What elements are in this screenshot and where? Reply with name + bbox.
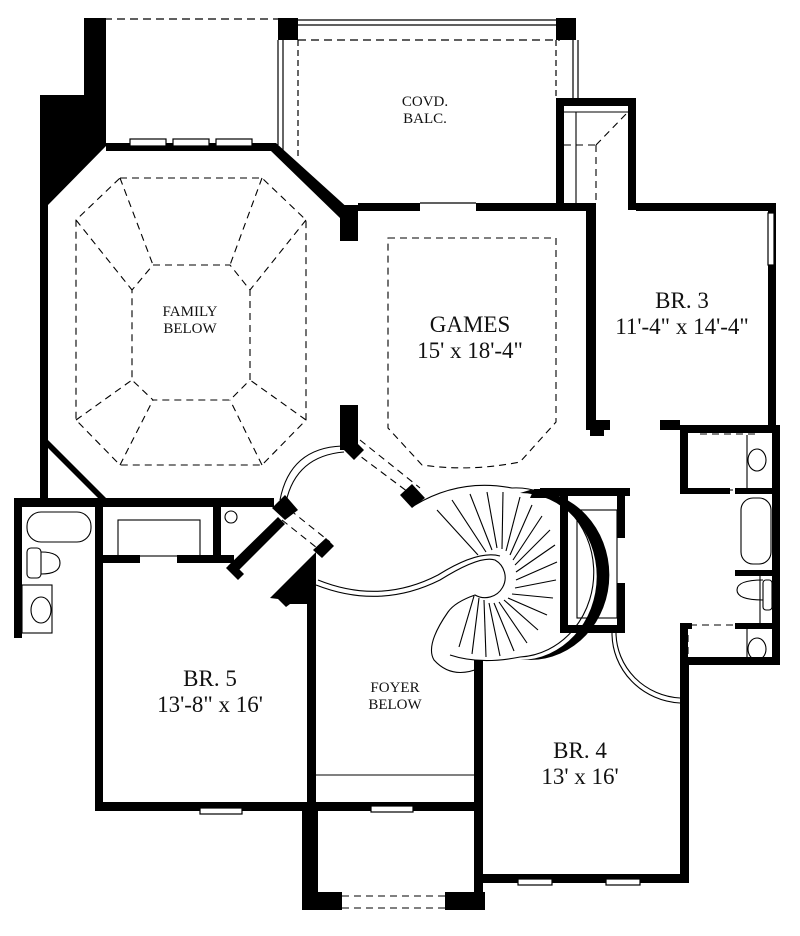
covered-balcony	[104, 18, 579, 158]
covd-line2: BALC.	[403, 111, 447, 128]
games-dims: 15' x 18'-4"	[417, 338, 523, 364]
family-line2: BELOW	[163, 321, 217, 338]
games-name: GAMES	[429, 312, 511, 337]
br4-name: BR. 4	[553, 738, 607, 763]
label-foyer-below: FOYER BELOW	[350, 680, 440, 715]
br3-dims: 11'-4" x 14'-4"	[615, 314, 749, 340]
windows	[129, 138, 775, 886]
ceiling-outlines	[75, 111, 755, 909]
foyer-line2: BELOW	[368, 697, 422, 714]
label-family-below: FAMILY BELOW	[145, 304, 235, 339]
stair-and-fixtures	[21, 111, 773, 776]
br5-name: BR. 5	[183, 666, 237, 691]
family-line1: FAMILY	[162, 304, 218, 320]
label-br4: BR. 4 13' x 16'	[500, 738, 660, 791]
br5-dims: 13'-8" x 16'	[157, 692, 263, 718]
label-games: GAMES 15' x 18'-4"	[390, 312, 550, 365]
walls	[14, 18, 780, 910]
label-br3: BR. 3 11'-4" x 14'-4"	[592, 288, 772, 341]
foyer-line1: FOYER	[370, 680, 420, 696]
label-br5: BR. 5 13'-8" x 16'	[120, 666, 300, 719]
covd-line1: COVD.	[401, 94, 449, 110]
br4-dims: 13' x 16'	[541, 764, 619, 790]
br3-name: BR. 3	[655, 288, 709, 313]
label-covered-balcony: COVD. BALC.	[380, 94, 470, 129]
